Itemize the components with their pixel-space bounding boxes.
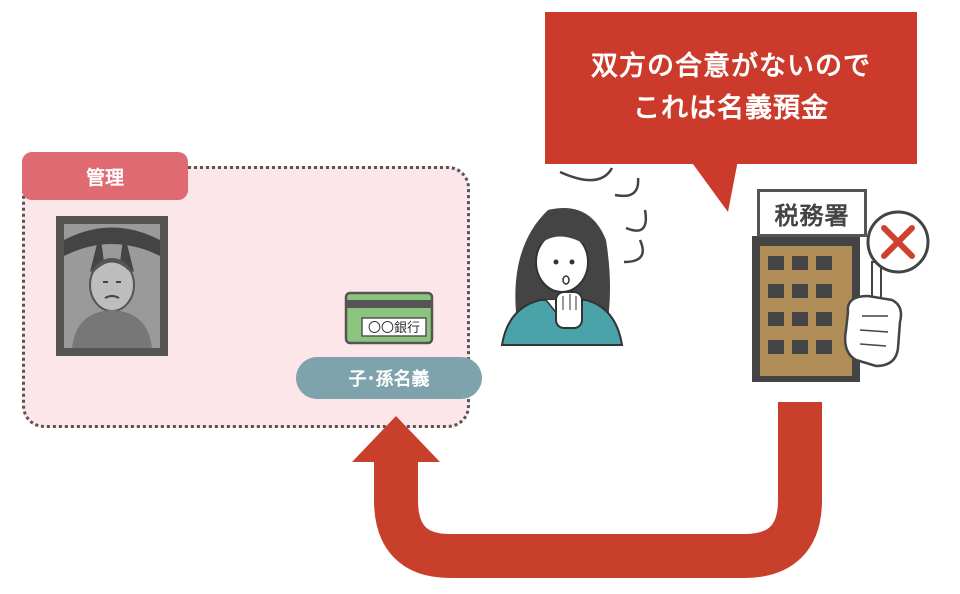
account-holder-label: 子･孫名義	[296, 357, 482, 399]
bankbook-text: 〇〇銀行	[368, 321, 420, 336]
callout-line-2: これは名義預金	[633, 93, 829, 124]
tax-office-label: 税務署	[757, 189, 867, 237]
callout-box: 双方の合意がないので これは名義預金	[545, 12, 917, 164]
callout-line-1: 双方の合意がないので	[591, 51, 871, 82]
management-label: 管理	[22, 152, 188, 200]
